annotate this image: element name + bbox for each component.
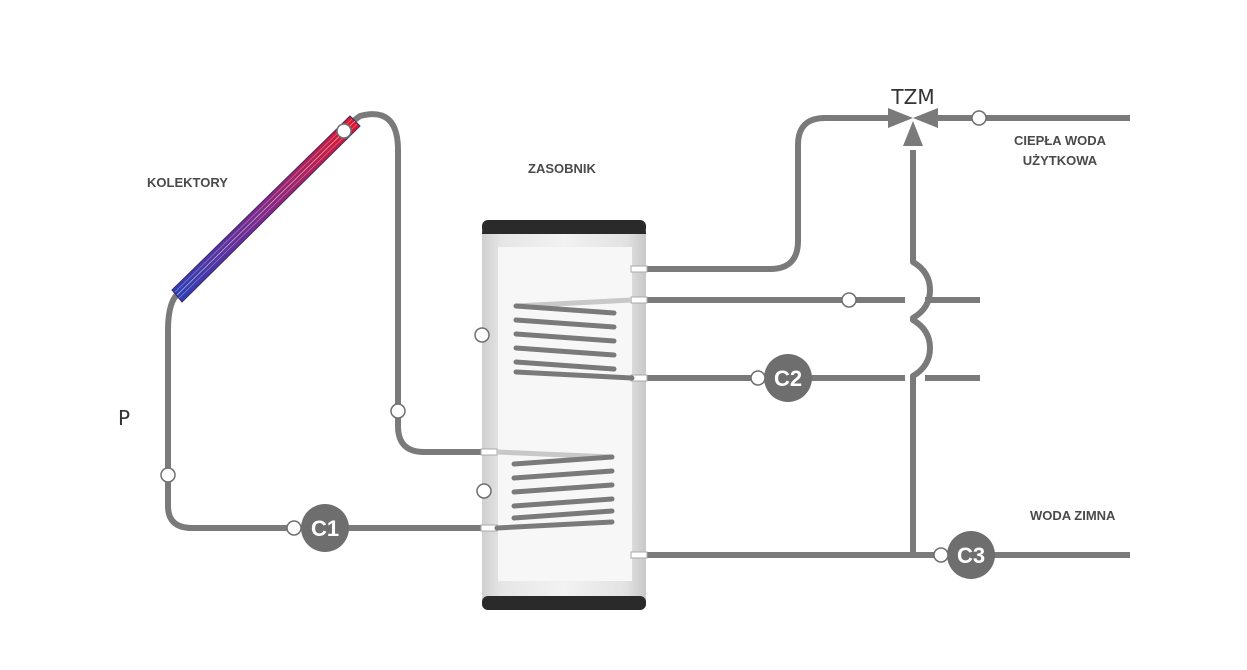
valve-arrow-right (913, 108, 938, 128)
tzm-mixing-valve (888, 108, 938, 146)
upper-coil-turn (513, 359, 617, 372)
valve-arrow-left (888, 108, 913, 128)
lower-coil-turn (511, 508, 615, 521)
sensor-pump-c3 (933, 547, 949, 563)
pump-c1-label: C1 (311, 516, 339, 541)
valve-arrow-bottom (903, 121, 923, 146)
sensor-solar-return (390, 403, 406, 419)
stub-hot-out (630, 265, 648, 273)
pump-c1-body (301, 504, 349, 552)
collector-stripe (174, 118, 353, 293)
label-p: P (118, 406, 130, 430)
sensor-tank-lower (476, 483, 492, 499)
lower-coil-turn (494, 519, 615, 531)
label-ciepla-woda-line2: UŻYTKOWA (1023, 153, 1098, 168)
pump-c1: C1 (301, 504, 349, 552)
upper-coil-turn (513, 331, 617, 344)
lower-coil-turn (511, 468, 615, 481)
label-zasobnik: ZASOBNIK (528, 161, 597, 176)
hot-water-outlet-pipe (645, 115, 893, 272)
sensor-upper-coil (841, 292, 857, 308)
lower-coil-turn (511, 454, 615, 467)
pump-c2: C2 (764, 354, 812, 402)
solar-supply-pipe (165, 289, 485, 531)
sensor-collector (336, 123, 352, 139)
tank-bottom-cap (482, 596, 646, 610)
lower-coil-turn (511, 482, 615, 495)
sensor-tank-upper (474, 327, 490, 343)
pump-c2-body (764, 354, 812, 402)
sensor-solar-supply (160, 467, 176, 483)
lower-solar-coil (494, 449, 615, 531)
collector-stripe (176, 120, 356, 296)
pump-c3-label: C3 (957, 543, 985, 568)
label-ciepla-woda-line1: CIEPŁA WODA (1014, 133, 1107, 148)
sensor-hot-water (971, 110, 987, 126)
sensor-pump-c2 (750, 370, 766, 386)
pump-c3-body (947, 531, 995, 579)
solar-collector (171, 115, 361, 303)
storage-tank (480, 220, 648, 610)
upper-coil-turn (513, 345, 617, 358)
label-tzm: TZM (890, 85, 934, 109)
tank-inner (498, 247, 632, 581)
pump-c2-label: C2 (774, 366, 802, 391)
pump-c3: C3 (947, 531, 995, 579)
upper-heating-coil (513, 297, 635, 381)
stub-cold-in (630, 551, 648, 559)
label-woda-zimna: WODA ZIMNA (1030, 508, 1116, 523)
mixing-riser-pipe (910, 150, 933, 555)
tank-top-cap-band (482, 220, 646, 234)
label-kolektory: KOLEKTORY (147, 175, 228, 190)
stub-solar-in (480, 448, 498, 456)
lower-coil-turn (511, 496, 615, 509)
upper-coil-turn (513, 303, 617, 316)
upper-coil-turn (513, 369, 635, 381)
sensor-pump-c1 (286, 520, 302, 536)
upper-coil-turn (513, 317, 617, 330)
solar-return-pipe (342, 111, 485, 455)
collector-stripe (178, 123, 358, 299)
stub-upper-coil-in (630, 296, 648, 304)
